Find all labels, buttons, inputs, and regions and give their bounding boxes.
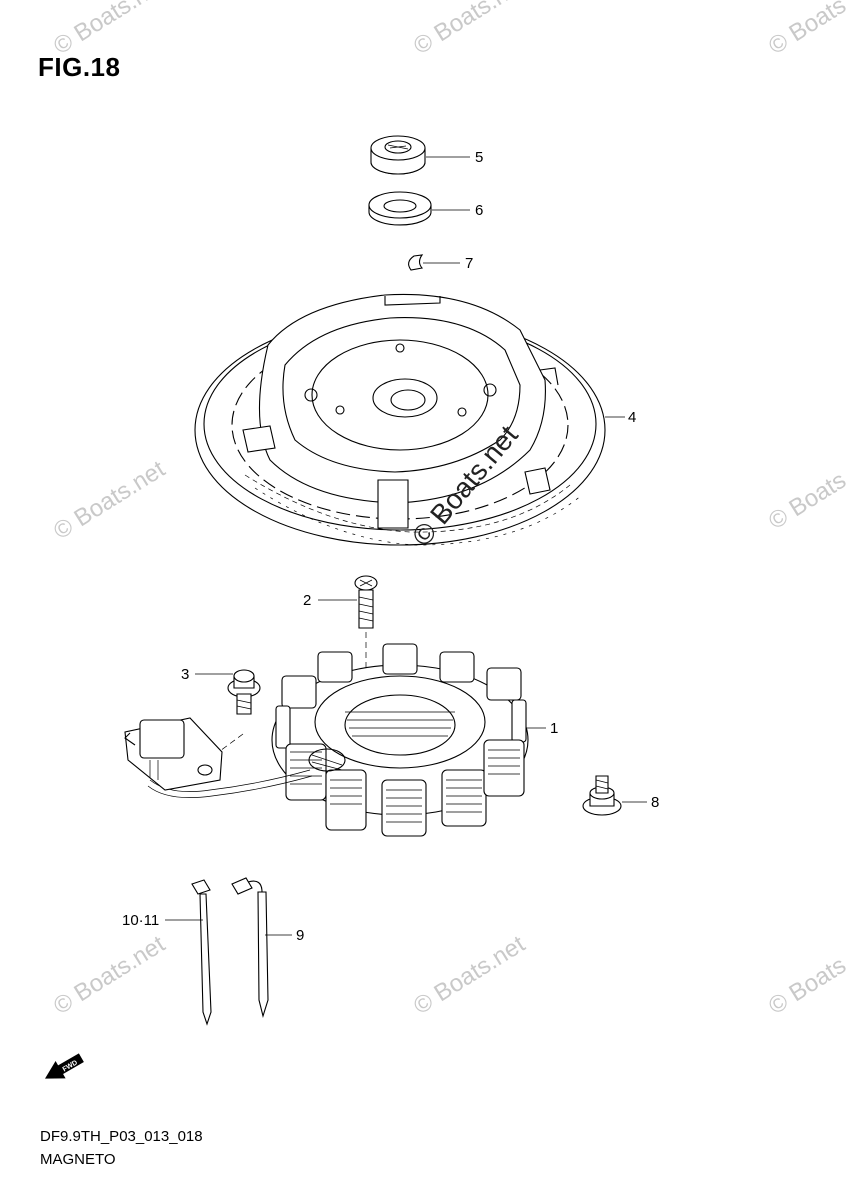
watermark-top-right: © Boats.net xyxy=(764,0,848,60)
callout-6: 6 xyxy=(475,202,483,219)
callout-8: 8 xyxy=(651,794,659,811)
watermark-top-center: © Boats.net xyxy=(409,0,530,60)
callout-7: 7 xyxy=(465,255,473,272)
part-10-11-cable-tie xyxy=(191,879,212,1026)
part-3-flange-bolt xyxy=(204,669,261,763)
part-8-flange-bolt xyxy=(582,775,622,816)
watermark-mid-right: © Boats.net xyxy=(764,445,848,535)
part-5-nut xyxy=(370,135,426,175)
part-9-cable-tie xyxy=(231,877,269,1019)
callout-3: 3 xyxy=(181,666,189,683)
fwd-arrow-icon: FWD xyxy=(45,1053,84,1079)
part-2-screw xyxy=(354,575,378,672)
watermark-low-right: © Boats.net xyxy=(764,930,848,1020)
part-1-stator-assembly xyxy=(124,643,529,837)
section-name: MAGNETO xyxy=(40,1151,116,1168)
watermark-low-left: © Boats.net xyxy=(49,930,170,1020)
fwd-label: FWD xyxy=(62,1059,79,1073)
watermark-top-left: © Boats.net xyxy=(49,0,170,60)
watermark-low-center: © Boats.net xyxy=(409,930,530,1020)
part-4-flywheel-rotor xyxy=(194,293,606,546)
callout-4: 4 xyxy=(628,409,636,426)
callout-2: 2 xyxy=(303,592,311,609)
leader-lines xyxy=(165,156,647,936)
callout-1: 1 xyxy=(550,720,558,737)
figure-title: FIG.18 xyxy=(38,52,121,82)
part-7-key xyxy=(408,254,424,271)
model-code: DF9.9TH_P03_013_018 xyxy=(40,1128,203,1145)
watermark-mid-left: © Boats.net xyxy=(49,455,170,545)
callout-9: 9 xyxy=(296,927,304,944)
part-6-washer xyxy=(368,191,432,226)
callout-labels: 5 6 7 4 2 3 1 8 10·11 9 xyxy=(122,149,659,944)
callout-5: 5 xyxy=(475,149,483,166)
callout-10-11: 10·11 xyxy=(122,912,159,929)
